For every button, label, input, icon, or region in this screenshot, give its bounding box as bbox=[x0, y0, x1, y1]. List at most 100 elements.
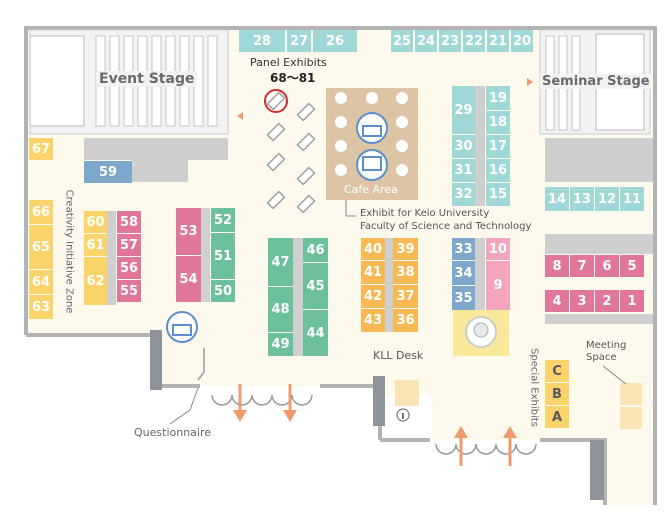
booth-49[interactable]: 49 bbox=[268, 333, 293, 356]
booth-50[interactable]: 50 bbox=[211, 280, 235, 302]
booth-41[interactable]: 41 bbox=[361, 261, 385, 284]
booth-19[interactable]: 19 bbox=[486, 86, 510, 110]
booth-16[interactable]: 16 bbox=[486, 159, 510, 182]
booth-36[interactable]: 36 bbox=[393, 309, 418, 332]
booth-20[interactable]: 20 bbox=[511, 30, 533, 52]
booth-55[interactable]: 55 bbox=[117, 280, 141, 302]
booth-57[interactable]: 57 bbox=[117, 234, 141, 256]
booth-12[interactable]: 12 bbox=[595, 187, 619, 211]
questionnaire-label: Questionnaire bbox=[134, 426, 212, 439]
meeting-pointer bbox=[602, 365, 627, 385]
booth-67[interactable]: 67 bbox=[29, 138, 53, 160]
booth-66[interactable]: 66 bbox=[29, 200, 53, 224]
event-stage-platform bbox=[29, 35, 85, 127]
booth-5[interactable]: 5 bbox=[620, 255, 644, 277]
booth-35[interactable]: 35 bbox=[452, 286, 475, 310]
booth-8[interactable]: 8 bbox=[545, 255, 569, 277]
booth-27[interactable]: 27 bbox=[287, 30, 311, 52]
panel-exhibit-board bbox=[266, 91, 286, 111]
booth-7[interactable]: 7 bbox=[570, 255, 594, 277]
entrance-doors bbox=[197, 348, 537, 455]
booth-22[interactable]: 22 bbox=[463, 30, 485, 52]
booth-42[interactable]: 42 bbox=[361, 285, 385, 308]
booth-divider bbox=[201, 208, 210, 302]
booth-63[interactable]: 63 bbox=[29, 295, 53, 319]
booth-58[interactable]: 58 bbox=[117, 211, 141, 233]
booth-30[interactable]: 30 bbox=[452, 135, 475, 158]
booth-59[interactable]: 59 bbox=[84, 161, 132, 183]
booth-18[interactable]: 18 bbox=[486, 111, 510, 134]
booth-40[interactable]: 40 bbox=[361, 238, 385, 260]
booth-9[interactable]: 9 bbox=[486, 261, 510, 310]
event-stage-label: Event Stage bbox=[96, 71, 198, 87]
booth-53[interactable]: 53 bbox=[176, 208, 201, 255]
creativity-zone-label: Creativity Initiative Zone bbox=[63, 189, 75, 314]
booth-60[interactable]: 60 bbox=[84, 211, 107, 233]
voting-box-icon bbox=[362, 125, 382, 137]
partition bbox=[545, 314, 653, 324]
booth-37[interactable]: 37 bbox=[393, 285, 418, 308]
booth-B[interactable]: B bbox=[545, 383, 569, 405]
keio-exhibit-line1: Exhibit for Keio University bbox=[360, 208, 490, 219]
booth-47[interactable]: 47 bbox=[268, 238, 293, 286]
panel-exhibit-boards bbox=[266, 102, 316, 214]
booth-46[interactable]: 46 bbox=[303, 238, 328, 262]
meeting-space-line1: Meeting bbox=[586, 340, 627, 351]
meeting-space-block bbox=[620, 383, 642, 405]
meeting-space-block bbox=[620, 407, 642, 429]
partition bbox=[545, 138, 653, 182]
booth-43[interactable]: 43 bbox=[361, 309, 385, 332]
booth-44[interactable]: 44 bbox=[303, 310, 328, 356]
booth-15[interactable]: 15 bbox=[486, 183, 510, 206]
meeting-space-line2: Space bbox=[586, 352, 617, 363]
stage-arrow bbox=[237, 112, 243, 120]
booth-48[interactable]: 48 bbox=[268, 287, 293, 332]
booth-10[interactable]: 10 bbox=[486, 238, 510, 260]
booth-6[interactable]: 6 bbox=[595, 255, 619, 277]
booth-divider bbox=[293, 238, 303, 356]
booth-51[interactable]: 51 bbox=[211, 233, 235, 279]
booth-56[interactable]: 56 bbox=[117, 257, 141, 279]
booth-11[interactable]: 11 bbox=[620, 187, 644, 211]
booth-C[interactable]: C bbox=[545, 360, 569, 382]
booth-61[interactable]: 61 bbox=[84, 234, 107, 256]
booth-4[interactable]: 4 bbox=[545, 290, 569, 312]
booth-54[interactable]: 54 bbox=[176, 256, 201, 302]
booth-28[interactable]: 28 bbox=[239, 30, 285, 52]
booth-A[interactable]: A bbox=[545, 406, 569, 428]
pillar bbox=[590, 440, 604, 500]
booth-29[interactable]: 29 bbox=[452, 86, 475, 134]
booth-38[interactable]: 38 bbox=[393, 261, 418, 284]
booth-33[interactable]: 33 bbox=[452, 238, 475, 260]
monitor-person-icon bbox=[362, 156, 382, 171]
booth-21[interactable]: 21 bbox=[487, 30, 509, 52]
booth-34[interactable]: 34 bbox=[452, 261, 475, 285]
partition bbox=[545, 234, 653, 254]
booth-45[interactable]: 45 bbox=[303, 263, 328, 309]
booth-32[interactable]: 32 bbox=[452, 183, 475, 206]
booth-3[interactable]: 3 bbox=[570, 290, 594, 312]
booth-26[interactable]: 26 bbox=[313, 30, 357, 52]
booth-23[interactable]: 23 bbox=[439, 30, 461, 52]
booth-divider bbox=[385, 238, 393, 332]
booth-64[interactable]: 64 bbox=[29, 270, 53, 294]
booth-31[interactable]: 31 bbox=[452, 159, 475, 182]
booth-2[interactable]: 2 bbox=[595, 290, 619, 312]
stage-arrow bbox=[527, 78, 533, 86]
booth-52[interactable]: 52 bbox=[211, 208, 235, 232]
booth-62[interactable]: 62 bbox=[84, 257, 107, 305]
booth-13[interactable]: 13 bbox=[570, 187, 594, 211]
booth-divider bbox=[475, 86, 485, 206]
partition bbox=[84, 138, 228, 160]
booth-14[interactable]: 14 bbox=[545, 187, 569, 211]
special-exhibits-label: Special Exhibits bbox=[528, 348, 540, 427]
booth-25[interactable]: 25 bbox=[391, 30, 413, 52]
booth-1[interactable]: 1 bbox=[620, 290, 644, 312]
booth-24[interactable]: 24 bbox=[415, 30, 437, 52]
panel-range-label: 68～81 bbox=[270, 71, 316, 85]
booth-17[interactable]: 17 bbox=[486, 135, 510, 158]
pillar bbox=[373, 376, 385, 426]
booth-65[interactable]: 65 bbox=[29, 225, 53, 269]
booth-39[interactable]: 39 bbox=[393, 238, 418, 260]
pillar bbox=[150, 330, 162, 390]
